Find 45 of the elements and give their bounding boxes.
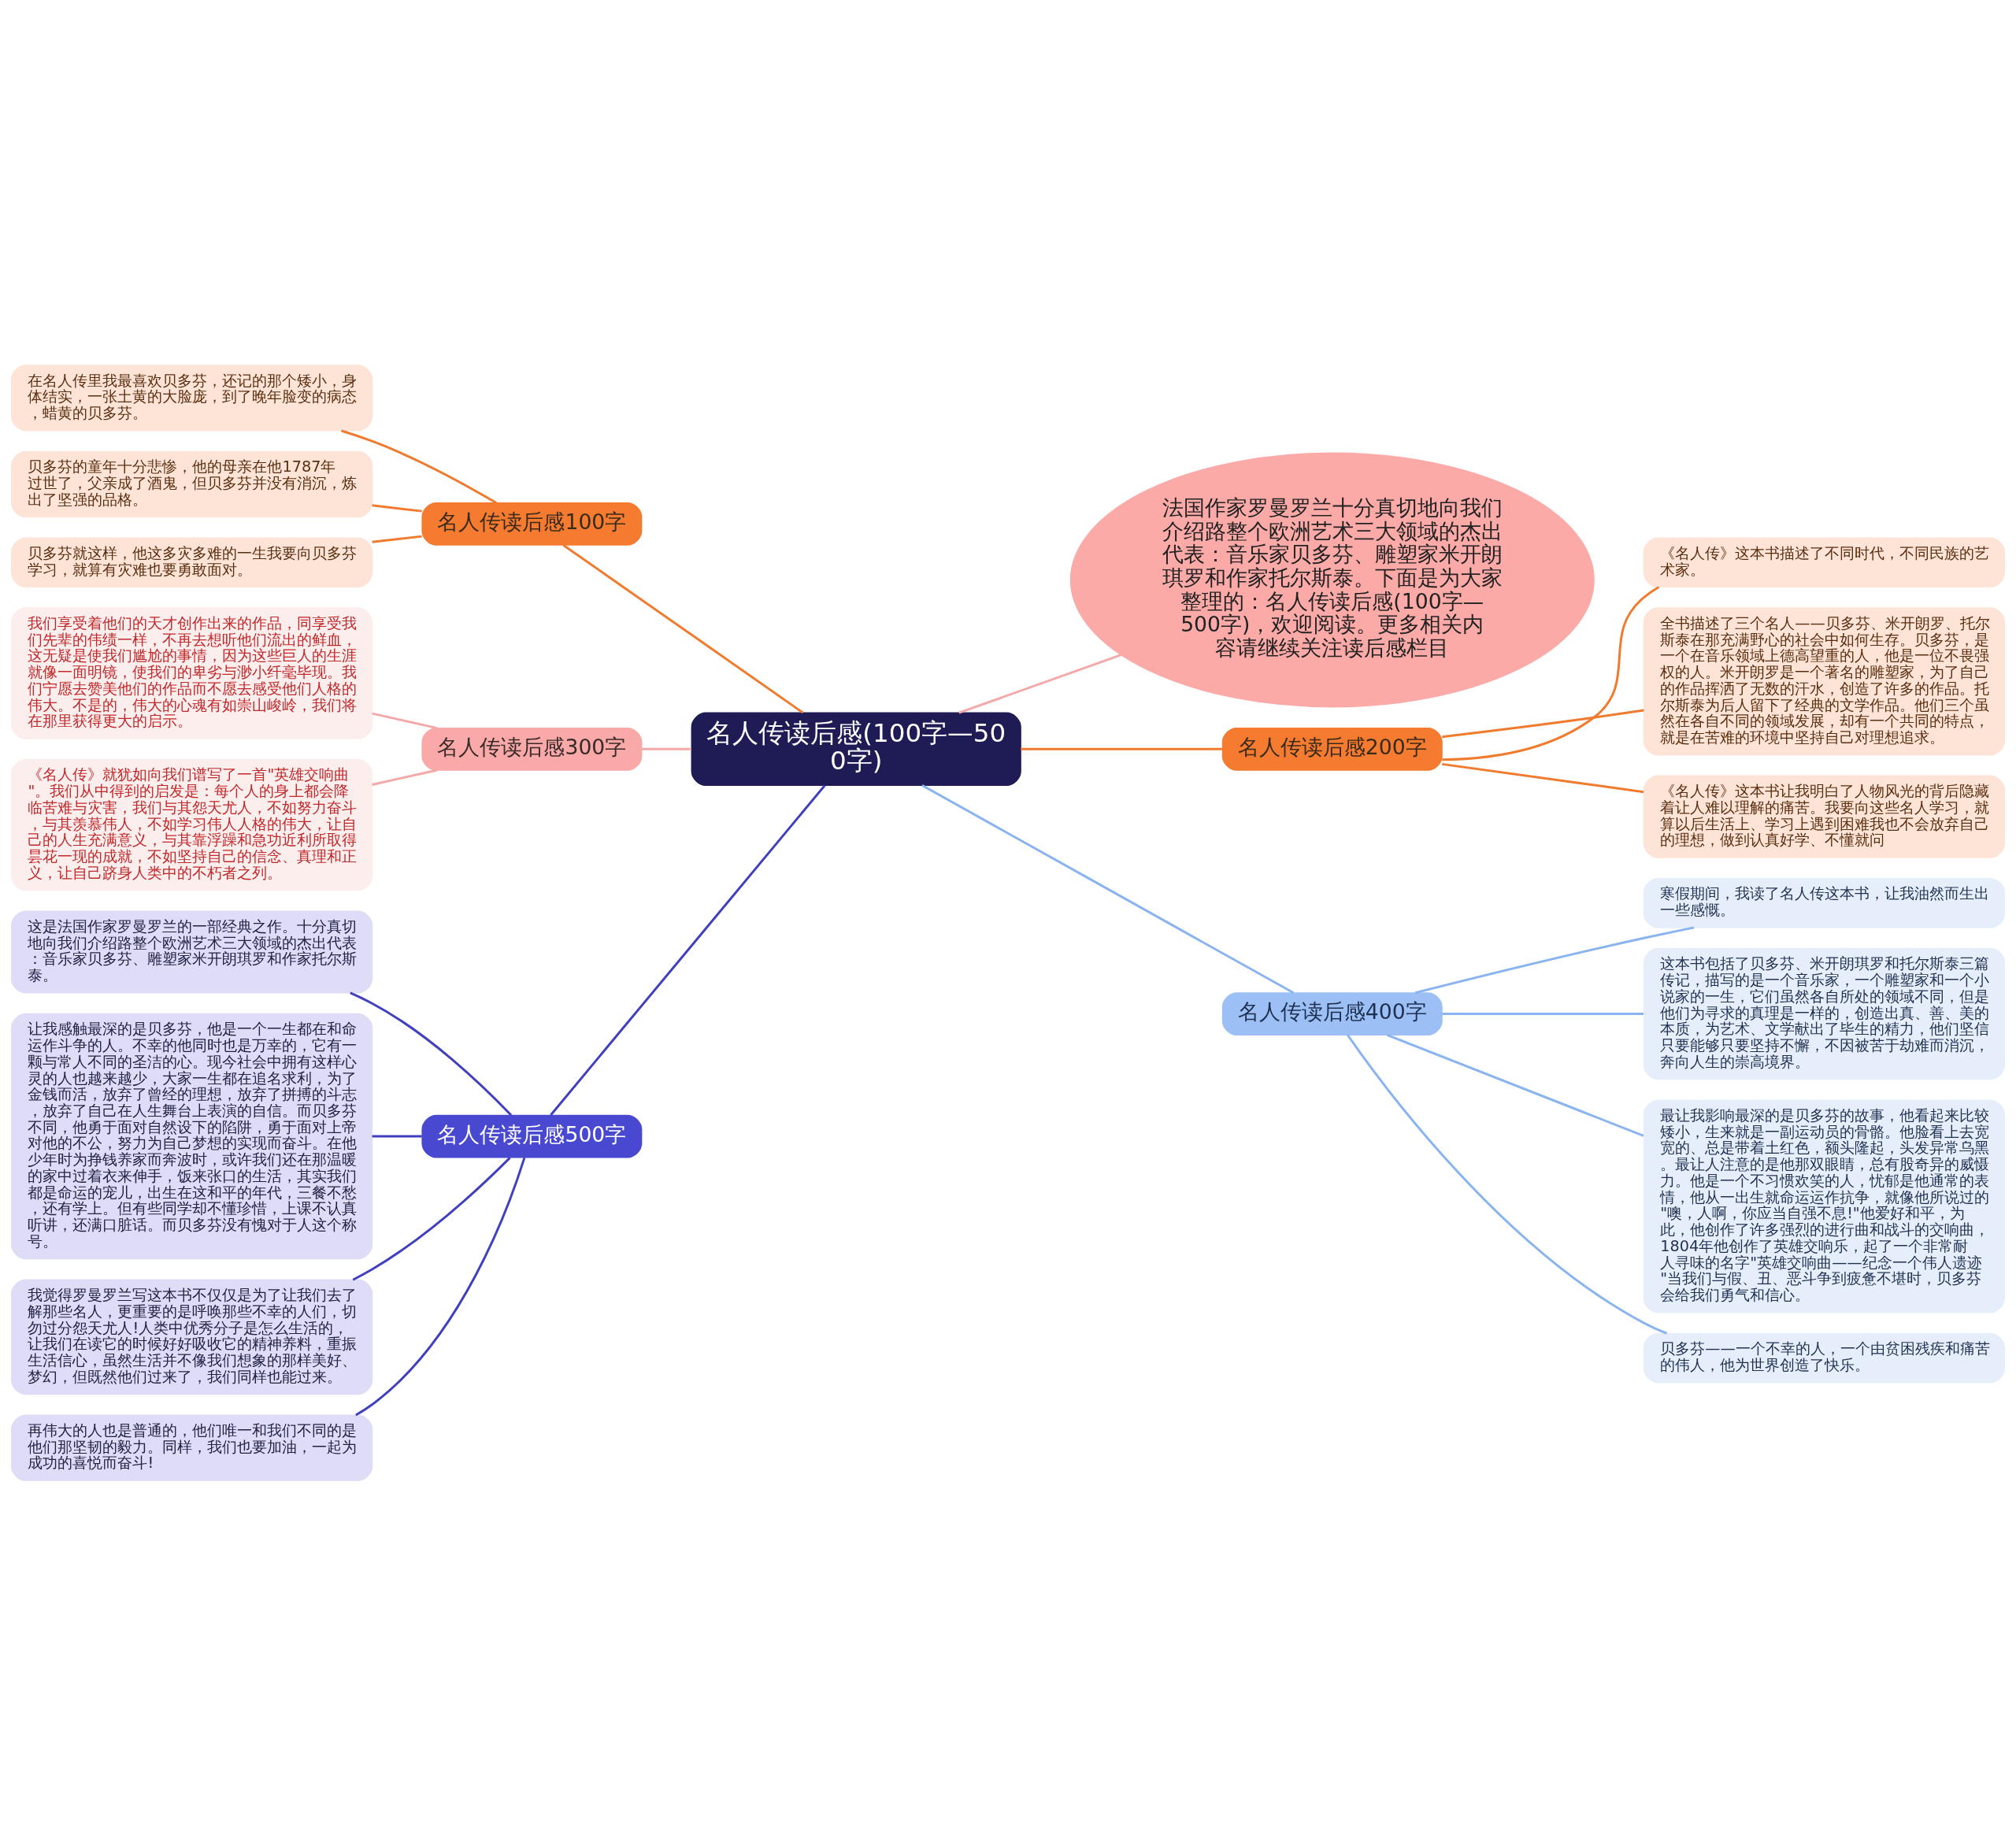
- connector: [372, 712, 438, 729]
- node-box: 名人传读后感500字: [421, 1114, 643, 1158]
- node-box: 最让我影响最深的是贝多芬的故事，他看起来比较矮小，生来就是一副运动员的骨骼。他脸看上去宽宽的、总是带着土红色，额头隆起，头发异常乌黑。最让人注意的是他那双眼睛，总有股奇异的威慑力。他是一个不习惯欢笑的人，忧郁是他通常的表情，他从一出生就命运运作抗争，就像他所说过的"噢，人啊，你应当自强不息!"他爱好和平，为此，他创作了许多强烈的进行曲和战斗的交响曲，1804年他创作了英雄交响乐，起了一个非常耐人寻味的名字"英雄交响曲——纪念一个伟人遗迹"当我们与假、丑、恶斗争到疲惫不堪时，贝多芬会给我们勇气和信心。: [1643, 1098, 2005, 1313]
- connector: [641, 747, 691, 750]
- connector: [921, 784, 1295, 994]
- connector: [1442, 762, 1644, 793]
- node-box: 我们享受着他们的天才创作出来的作品，同享受我们先辈的伟绩一样，不再去想听他们流出的鲜血，这无疑是使我们尴尬的事情，因为这些巨人的生涯就像一面明镜，使我们的卑劣与渺小纤毫毕现。我们宁愿去赞美他们的作品而不愿去感受他们人格的伟大。不是的，伟大的心魂有如崇山峻岭，我们将在那里获得更大的启示。: [11, 606, 373, 739]
- connector: [1387, 1033, 1644, 1137]
- connector: [1442, 585, 1660, 761]
- connector: [1442, 709, 1644, 738]
- node-box: 名人传读后感100字: [421, 502, 643, 546]
- connector: [958, 653, 1122, 714]
- connector: [355, 1157, 526, 1416]
- connector: [1347, 1034, 1667, 1335]
- connector: [352, 1156, 511, 1281]
- node-box: 名人传读后感300字: [421, 727, 643, 771]
- node-box: 这是法国作家罗曼罗兰的一部经典之作。十分真切地向我们介绍路整个欧洲艺术三大领域的杰出代表：音乐家贝多芬、雕塑家米开朗琪罗和作家托尔斯泰。: [11, 910, 373, 994]
- node-box: 我觉得罗曼罗兰写这本书不仅仅是为了让我们去了解那些名人，更重要的是呼唤那些不幸的人们，切勿过分怨天尤人!人类中优秀分子是怎么生活的，让我们在读它的时候好好吸收它的精神养料，重振生活信心，虽然生活并不像我们想象的那样美好、梦幻，但既然他们过来了，我们同样也能过来。: [11, 1279, 373, 1395]
- connector: [372, 535, 422, 543]
- connector: [1021, 747, 1223, 750]
- connector: [550, 784, 826, 1116]
- node-ellipse: 法国作家罗曼罗兰十分真切地向我们介绍路整个欧洲艺术三大领域的杰出代表：音乐家贝多芬、雕塑家米开朗琪罗和作家托尔斯泰。下面是为大家整理的：名人传读后感(100字—500字)，欢迎阅读。更多相关内容请继续关注读后感栏目: [1069, 452, 1595, 707]
- connector: [1442, 1012, 1644, 1015]
- node-box: 《名人传》这本书描述了不同时代，不同民族的艺术家。: [1643, 536, 2005, 587]
- node-box: 名人传读后感400字: [1221, 991, 1443, 1035]
- node-box: 名人传读后感(100字—500字): [691, 712, 1021, 786]
- connector: [350, 991, 513, 1116]
- node-box: 贝多芬——一个不幸的人，一个由贫困残疾和痛苦的伟人，他为世界创造了快乐。: [1643, 1332, 2005, 1383]
- connector: [372, 503, 422, 513]
- connector: [372, 1135, 422, 1138]
- connector: [562, 543, 804, 713]
- node-box: 贝多芬的童年十分悲惨，他的母亲在他1787年过世了，父亲成了酒鬼，但贝多芬并没有消沉，炼出了坚强的品格。: [11, 450, 373, 517]
- connector: [341, 429, 497, 504]
- node-box: 让我感触最深的是贝多芬，他是一个一生都在和命运作斗争的人。不幸的他同时也是万幸的，它有一颗与常人不同的圣洁的心。现今社会中拥有这样心灵的人也越来越少，大家一生都在追名求利，为了金钱而活，放弃了曾经的理想，放弃了拼搏的斗志，放弃了自己在人生舞台上表演的自信。而贝多芬不同，他勇于面对自然设下的陷阱，勇于面对上帝对他的不公，努力为自己梦想的实现而奋斗。在他少年时为挣钱养家而奔波时，或许我们还在那温暖的家中过着衣来伸手，饭来张口的生活，其实我们都是命运的宠儿，出生在这和平的年代，三餐不愁，还有学上。但有些同学却不懂珍惜，上课不认真听讲，还满口脏话。而贝多芬没有愧对于人这个称号。: [11, 1013, 373, 1259]
- node-box: 这本书包括了贝多芬、米开朗琪罗和托尔斯泰三篇传记，描写的是一个音乐家，一个雕塑家和一个小说家的一生，它们虽然各自所处的领域不同，但是他们为寻求的真理是一样的，创造出真、善、美的本质，为艺术、文学献出了毕生的精力，他们坚信只要能够只要坚持不懈，不因被苦于劫难而消沉，奔向人生的崇高境界。: [1643, 947, 2005, 1080]
- node-box: 全书描述了三个名人——贝多芬、米开朗罗、托尔斯泰在那充满野心的社会中如何生存。贝多芬，是一个在音乐领域上德高望重的人，他是一位不畏强权的人。米开朗罗是一个著名的雕塑家，为了自己的作品挥洒了无数的汗水，创造了许多的作品。托尔斯泰为后人留下了经典的文学作品。他们三个虽然在各自不同的领域发展，却有一个共同的特点，就是在苦难的环境中坚持自己对理想追求。: [1643, 606, 2005, 755]
- node-box: 《名人传》这本书让我明白了人物风光的背后隐藏着让人难以理解的痛苦。我要向这些名人学习，就算以后生活上、学习上遇到困难我也不会放弃自己的理想，做到认真好学、不懂就问: [1643, 775, 2005, 858]
- connector: [372, 769, 438, 786]
- node-box: 再伟大的人也是普通的，他们唯一和我们不同的是他们那坚韧的毅力。同样，我们也要加油，一起为成功的喜悦而奋斗!: [11, 1413, 373, 1481]
- node-box: 在名人传里我最喜欢贝多芬，还记的那个矮小，身体结实，一张土黄的大脸庞，到了晚年脸变的病态，蜡黄的贝多芬。: [11, 364, 373, 432]
- node-box: 寒假期间，我读了名人传这本书，让我油然而生出一些感慨。: [1643, 877, 2005, 928]
- node-box: 名人传读后感200字: [1221, 727, 1443, 771]
- connector: [1414, 926, 1695, 994]
- node-box: 贝多芬就这样，他这多灾多难的一生我要向贝多芬学习，就算有灾难也要勇敢面对。: [11, 536, 373, 587]
- node-box: 《名人传》就犹如向我们谱写了一首"英雄交响曲"。我们从中得到的启发是：每个人的身上都会降临苦难与灾害，我们与其怨天尤人，不如努力奋斗，与其羡慕伟人，不如学习伟人人格的伟大，让自己的人生充满意义，与其靠浮躁和急功近利所取得昙花一现的成就，不如坚持自己的信念、真理和正义，让自己跻身人类中的不朽者之列。: [11, 758, 373, 891]
